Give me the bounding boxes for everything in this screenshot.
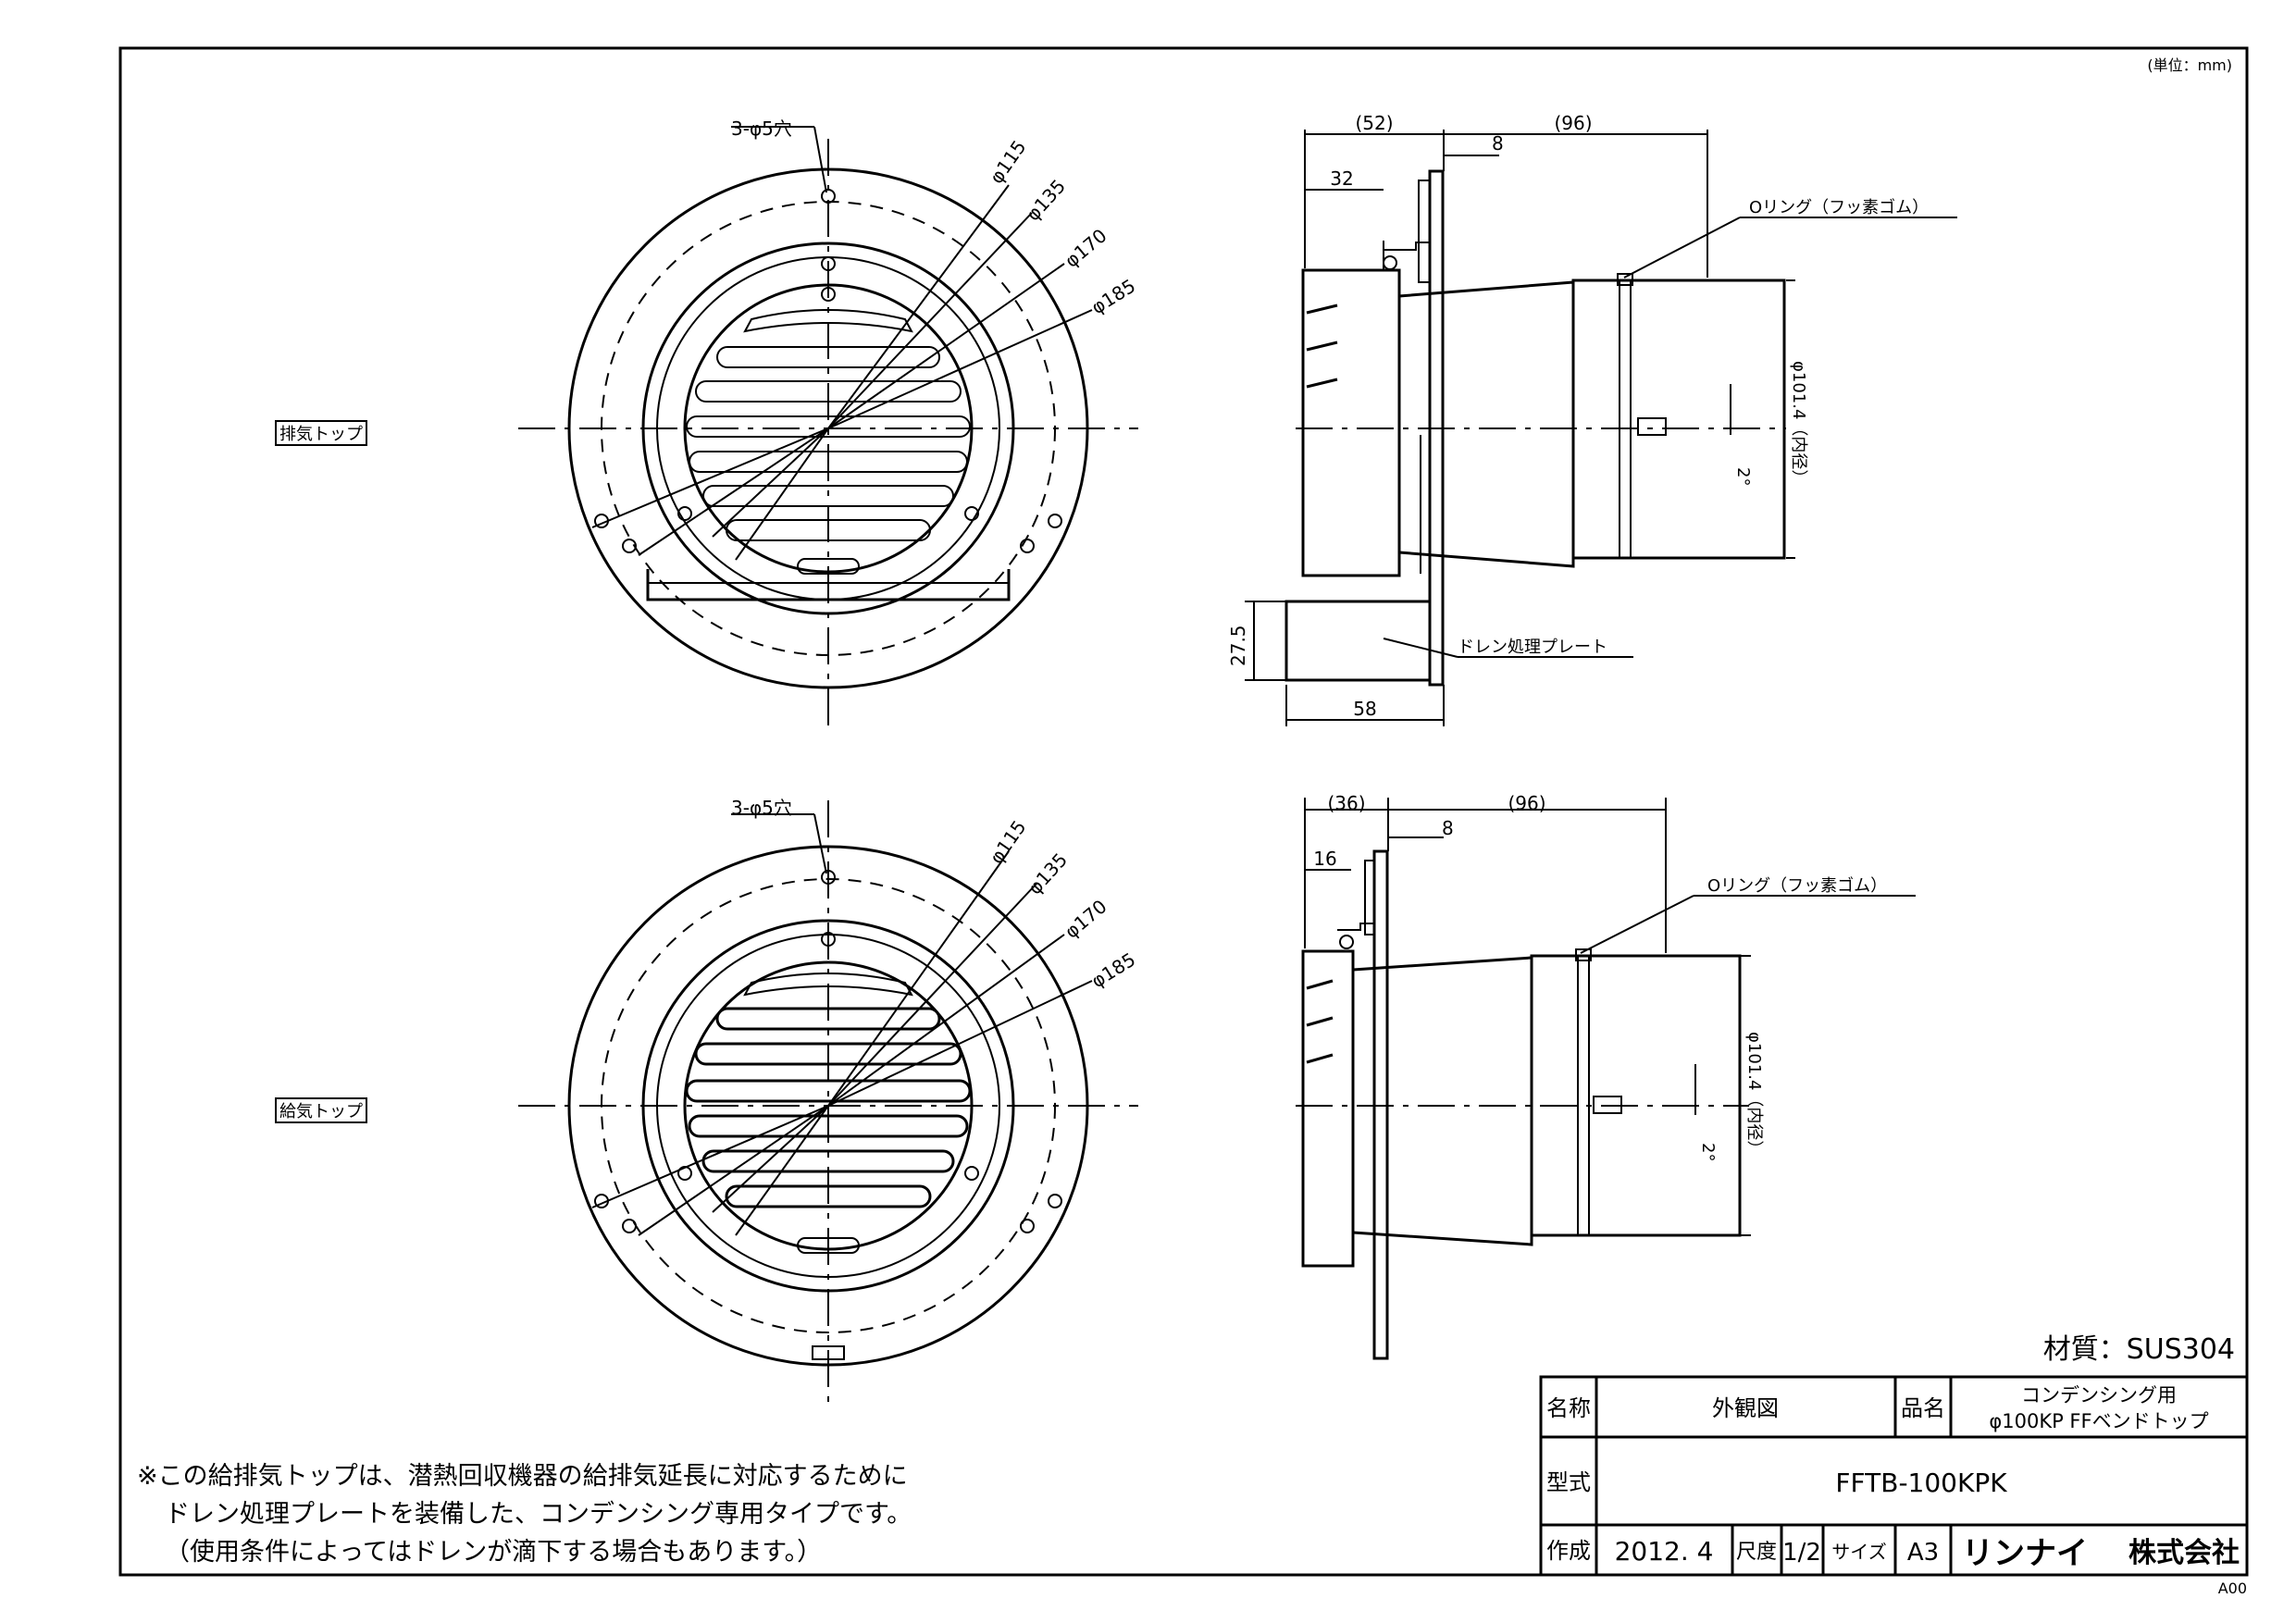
note-line-1: ※この給排気トップは、潜熱回収機器の給排気延長に対応するために <box>137 1462 908 1491</box>
side-bottom-d96: (96) <box>1508 792 1545 814</box>
hole-label-top: 3-φ5穴 <box>731 118 792 140</box>
dia-115-top: φ115 <box>985 136 1030 188</box>
front-view-intake: 3-φ5穴 φ115 φ135 φ170 φ185 <box>518 797 1139 1402</box>
side-bottom-oring: Oリング（フッ素ゴム） <box>1707 876 1887 896</box>
dia-170-top: φ170 <box>1061 224 1111 271</box>
side-top-d8: 8 <box>1492 132 1504 155</box>
unit-note: (単位：mm) <box>2147 56 2232 74</box>
product-line-2: φ100KP FFベンドトップ <box>1989 1410 2208 1432</box>
size-label: サイズ <box>1831 1541 1886 1563</box>
revision: A00 <box>2218 1580 2247 1597</box>
side-bottom-angle: 2° <box>1698 1143 1718 1161</box>
product-label: 品名 <box>1901 1395 1945 1421</box>
model-value: FFTB-100KPK <box>1835 1468 2007 1498</box>
material-label: 材質：SUS304 <box>2043 1333 2235 1366</box>
size-value: A3 <box>1907 1539 1939 1567</box>
dia-185-bottom: φ185 <box>1087 948 1139 993</box>
side-top-d275: 27.5 <box>1227 625 1249 666</box>
scale-label: 尺度 <box>1736 1541 1777 1564</box>
hole-label-bottom: 3-φ5穴 <box>731 797 792 819</box>
intake-label-box <box>275 1097 367 1123</box>
dia-135-bottom: φ135 <box>1024 849 1072 898</box>
note-line-3: （使用条件によってはドレンが滴下する場合もあります。） <box>165 1538 822 1567</box>
side-view-exhaust: (52) (96) 8 32 Oリング（フッ素ゴム） φ101.4（内径） 2°… <box>1227 112 1957 726</box>
name-label: 名称 <box>1546 1395 1591 1421</box>
side-bottom-d16: 16 <box>1313 848 1336 870</box>
product-line-1: コンデンシング用 <box>2021 1384 2177 1406</box>
side-top-angle: 2° <box>1733 467 1753 486</box>
dia-170-bottom: φ170 <box>1061 895 1111 942</box>
front-view-exhaust: 3-φ5穴 φ115 φ135 φ170 φ185 <box>518 118 1139 731</box>
side-top-d58: 58 <box>1353 698 1376 720</box>
side-view-intake: (36) (96) 8 16 Oリング（フッ素ゴム） φ101.4（内径） 2° <box>1296 792 1916 1360</box>
side-bottom-d8: 8 <box>1442 817 1454 839</box>
note-line-2: ドレン処理プレートを装備した、コンデンシング専用タイプです。 <box>165 1500 912 1529</box>
dia-115-bottom: φ115 <box>985 816 1030 868</box>
company-logo: リンナイ <box>1962 1535 2088 1572</box>
intake-label: 給気トップ <box>279 1102 363 1121</box>
side-top-d96: (96) <box>1554 112 1592 134</box>
made-label: 作成 <box>1546 1538 1591 1564</box>
title-block: 名称 外観図 品名 コンデンシング用 φ100KP FFベンドトップ 型式 FF… <box>1539 1375 2249 1577</box>
exhaust-label: 排気トップ <box>279 425 363 444</box>
name-value: 外観図 <box>1712 1395 1779 1421</box>
dia-185-top: φ185 <box>1087 275 1139 319</box>
side-top-d32: 32 <box>1330 167 1353 190</box>
drain-plate-label: ドレン処理プレート <box>1458 638 1607 657</box>
sheet-border <box>118 46 2249 1577</box>
company-suffix: 株式会社 <box>2128 1537 2240 1569</box>
side-bottom-d36: (36) <box>1327 792 1365 814</box>
exhaust-label-box <box>275 420 367 446</box>
side-bottom-inner-dia: φ101.4（内径） <box>1744 1032 1764 1157</box>
scale-value: 1/2 <box>1782 1539 1821 1567</box>
side-top-oring: Oリング（フッ素ゴム） <box>1749 198 1929 217</box>
side-top-d52: (52) <box>1355 112 1393 134</box>
made-value: 2012. 4 <box>1615 1536 1714 1567</box>
dia-135-top: φ135 <box>1022 175 1070 225</box>
side-top-inner-dia: φ101.4（内径） <box>1789 361 1808 486</box>
model-label: 型式 <box>1546 1469 1591 1495</box>
